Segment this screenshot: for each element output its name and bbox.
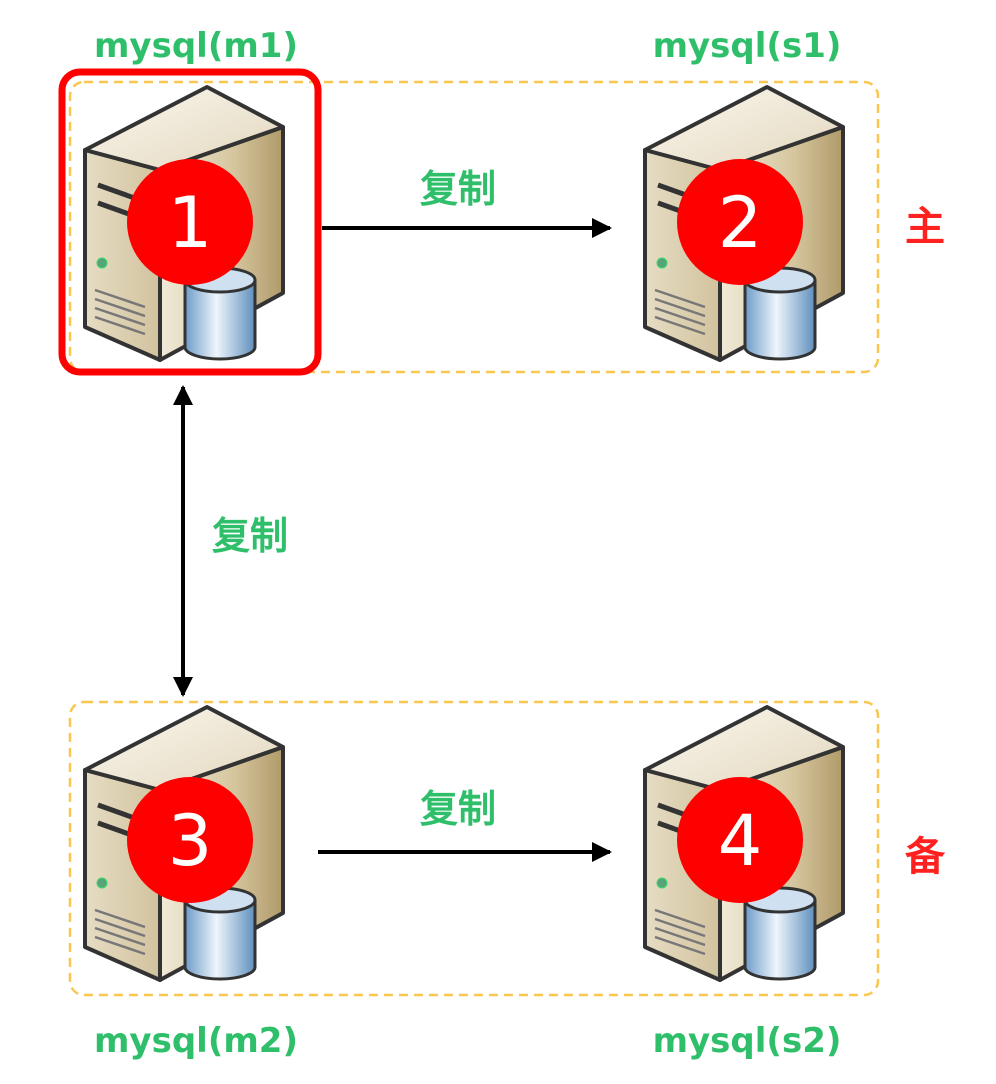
svg-text:2: 2: [718, 182, 763, 264]
badge-3: 3: [127, 777, 253, 903]
node-label-s1: mysql(s1): [653, 26, 842, 66]
badge-1: 1: [127, 159, 253, 285]
node-label-m2: mysql(m2): [94, 1021, 298, 1061]
svg-text:3: 3: [168, 800, 213, 882]
group-box-primary: [68, 80, 880, 374]
highlight-box-m1: [58, 68, 322, 376]
badge-4: 4: [677, 777, 803, 903]
node-label-s2: mysql(s2): [653, 1021, 842, 1061]
edge-label-m1-s1: 复制: [420, 167, 496, 211]
badge-2: 2: [677, 159, 803, 285]
edge-label-m1-m2: 复制: [212, 514, 288, 558]
svg-text:1: 1: [168, 182, 213, 264]
svg-text:4: 4: [718, 800, 763, 882]
group-label-standby: 备: [905, 834, 946, 880]
node-label-m1: mysql(m1): [94, 26, 298, 66]
group-label-primary: 主: [905, 204, 945, 250]
group-box-standby: [68, 700, 880, 997]
edge-label-m2-s2: 复制: [420, 787, 496, 831]
